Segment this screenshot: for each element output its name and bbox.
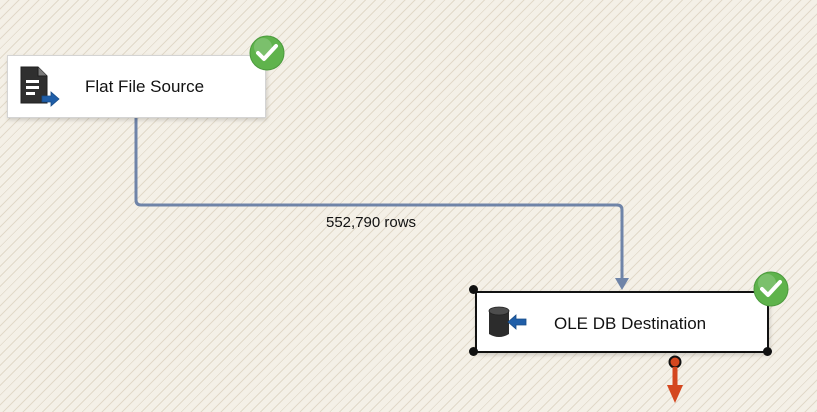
selection-handle-top-left[interactable] xyxy=(469,285,478,294)
flat-file-source-icon xyxy=(16,64,62,110)
flat-file-source-success-icon xyxy=(248,34,286,72)
data-flow-path-arrowhead xyxy=(615,278,629,290)
ole-db-destination-label: OLE DB Destination xyxy=(554,314,707,333)
flat-file-source-component[interactable]: Flat File Source xyxy=(7,55,266,118)
error-output-arrow[interactable] xyxy=(662,351,692,407)
data-flow-path-line[interactable] xyxy=(134,118,624,283)
selection-handle-bottom-left[interactable] xyxy=(469,347,478,356)
flat-file-source-label: Flat File Source xyxy=(85,77,205,96)
ole-db-destination-component[interactable]: OLE DB Destination xyxy=(475,291,769,353)
data-flow-row-count[interactable]: 552,790 rows xyxy=(326,214,417,231)
ole-db-destination-icon xyxy=(485,301,531,347)
selection-handle-bottom-right[interactable] xyxy=(763,347,772,356)
ole-db-destination-success-icon xyxy=(752,270,790,308)
